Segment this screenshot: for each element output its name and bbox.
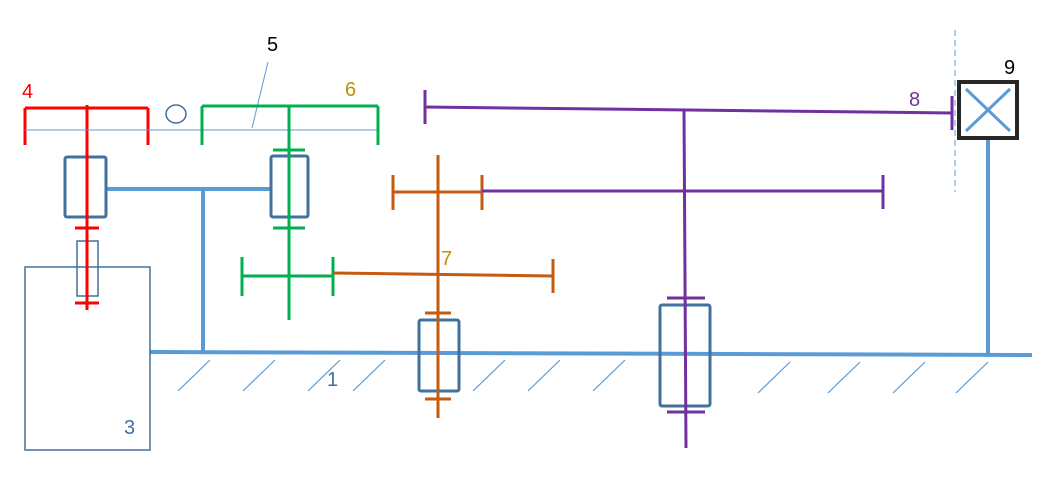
circle-marker [165, 104, 187, 124]
label-6: 6 [345, 79, 357, 101]
element-9-box [957, 80, 1019, 140]
element-9-cross [964, 87, 1012, 133]
shaft-red [23, 105, 150, 310]
label-1: 1 [327, 369, 339, 391]
label-3: 3 [124, 417, 136, 439]
base-frame [107, 138, 1033, 394]
shaft-green [200, 104, 380, 320]
shaft-purple [423, 90, 954, 449]
leader-5 [251, 61, 269, 129]
label-8: 8 [909, 89, 921, 111]
label-9: 9 [1004, 57, 1016, 79]
shaft-orange [332, 155, 555, 418]
label-4: 4 [22, 81, 34, 103]
label-5: 5 [267, 34, 279, 56]
label-7: 7 [441, 248, 453, 270]
bearings [63, 154, 712, 408]
base-line [149, 350, 1033, 357]
ground-hatching [177, 359, 989, 394]
